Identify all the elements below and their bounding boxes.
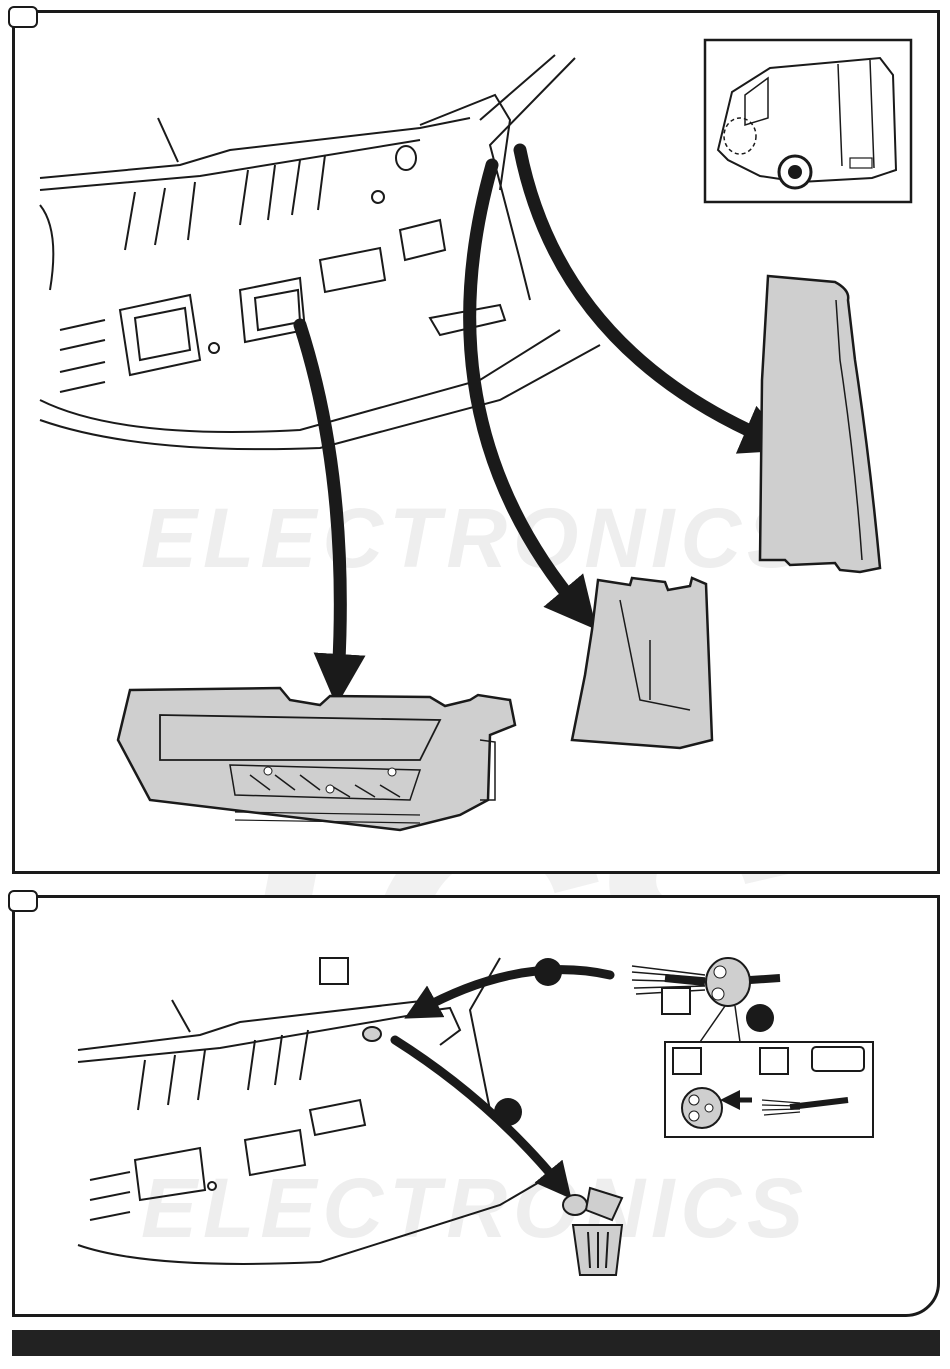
step-marker-3 (746, 1004, 774, 1032)
step-sill-cover (118, 688, 515, 830)
van-inset-icon (705, 40, 911, 202)
corner-trim-panel (572, 578, 712, 748)
step-marker-2 (494, 1098, 522, 1126)
label-box-b (662, 988, 690, 1014)
side-trim-panel (760, 276, 880, 572)
trash-bin-icon (563, 1188, 622, 1275)
install-arrows-step-2 (395, 970, 610, 1185)
grommet-icon (363, 1027, 381, 1041)
step-marker-1 (534, 958, 562, 986)
detail-box (665, 1042, 873, 1137)
label-box-a (320, 958, 348, 984)
